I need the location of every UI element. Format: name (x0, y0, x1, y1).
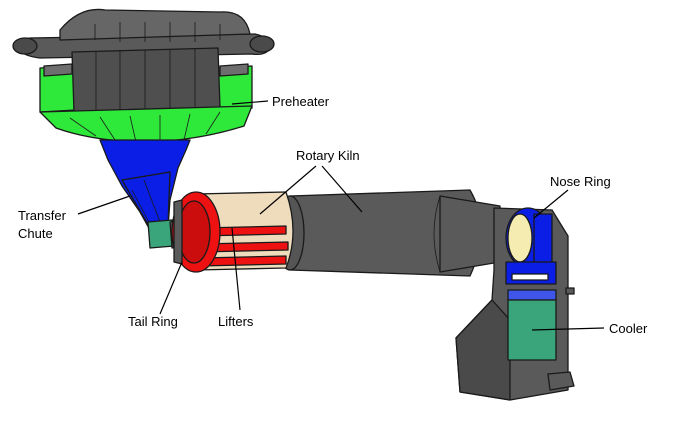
rotary-kiln-leader-2 (321, 165, 363, 213)
rotary-kiln (275, 189, 501, 277)
preheater-leader (231, 100, 269, 105)
tail-ring-leader (159, 261, 183, 315)
leader-lines (77, 100, 605, 331)
cooler-leader (531, 327, 605, 331)
labels: Preheater Rotary Kiln Nose Ring Transfer… (18, 94, 648, 336)
rotary-kiln-leader-1 (259, 165, 317, 215)
preheater-assembly (12, 8, 275, 143)
nose-ring-leader (533, 189, 569, 219)
nose-ring-label: Nose Ring (550, 174, 611, 189)
transfer-chute-label-line1: Transfer (18, 208, 67, 223)
transfer-chute-leader (77, 195, 131, 215)
lifters-leader (231, 227, 241, 311)
rotary-kiln-label: Rotary Kiln (296, 148, 360, 163)
tail-ring-label: Tail Ring (128, 314, 178, 329)
lifters-label: Lifters (218, 314, 254, 329)
transfer-chute-label-line2: Chute (18, 226, 53, 241)
cooler-label: Cooler (609, 321, 648, 336)
lined-kiln-section (171, 191, 294, 273)
preheater-label: Preheater (272, 94, 330, 109)
